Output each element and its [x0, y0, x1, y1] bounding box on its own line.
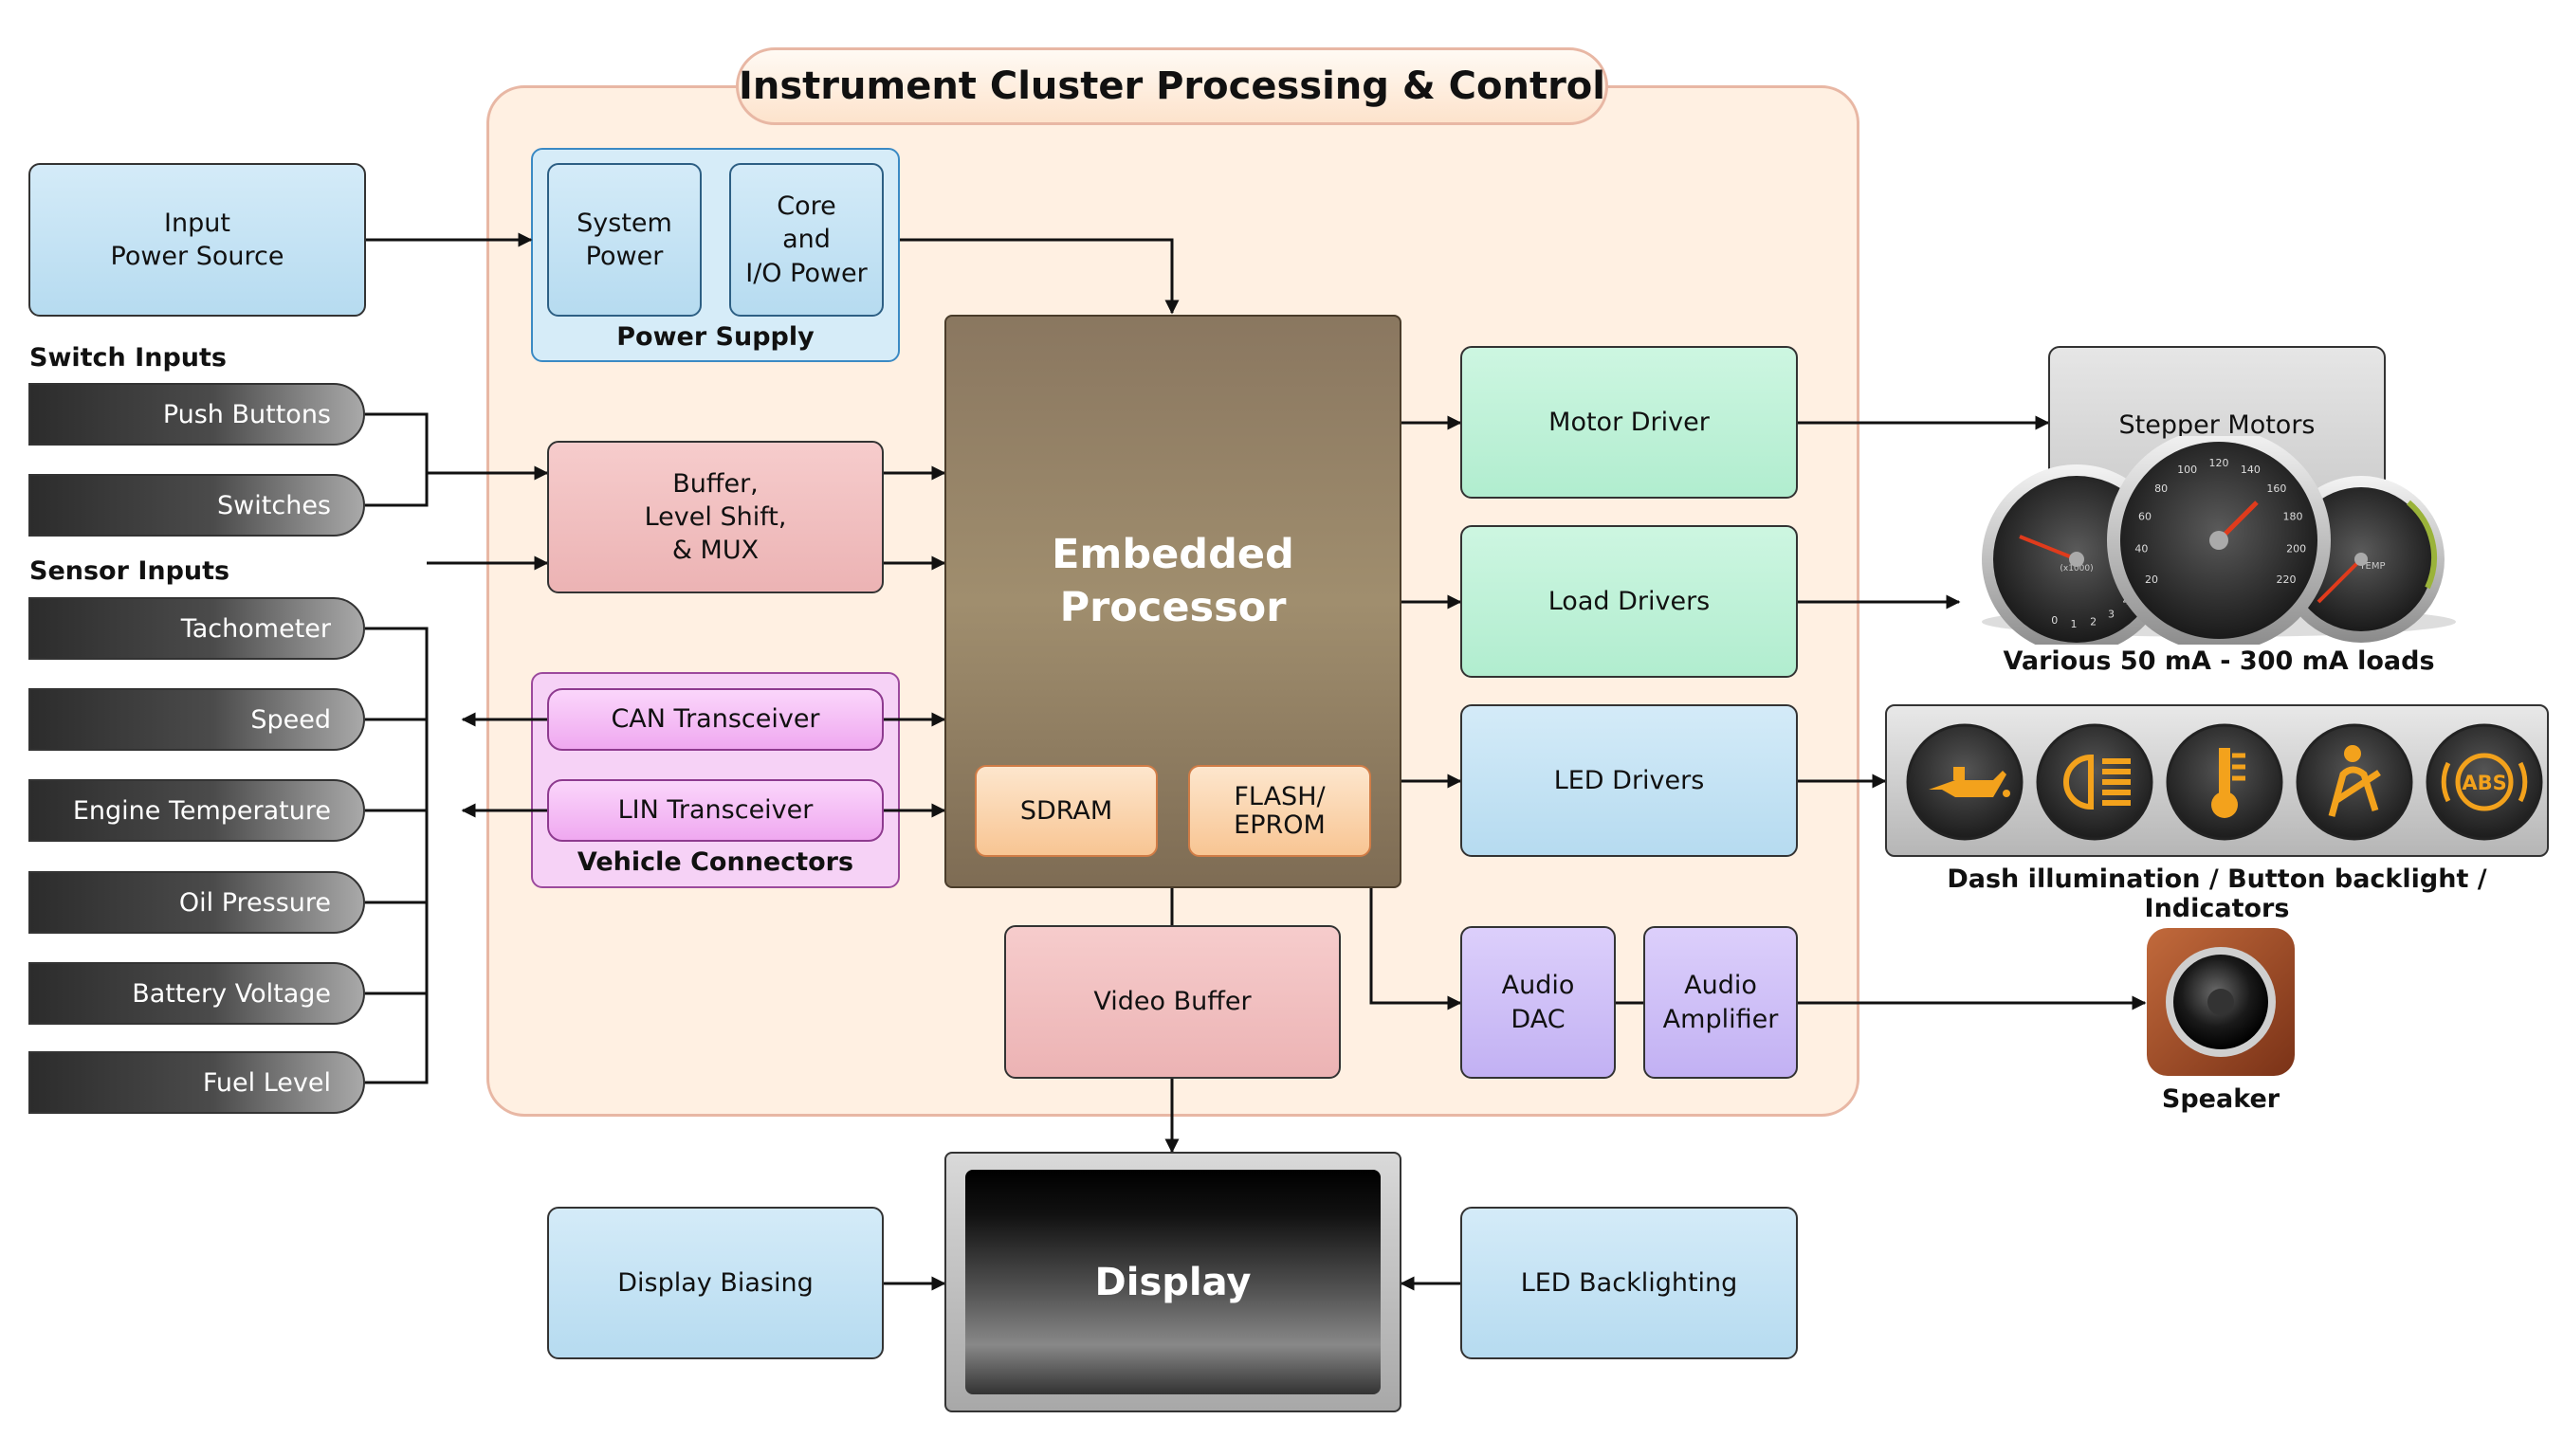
temp-label: TEMP [2358, 561, 2385, 572]
speaker-caption: Speaker [2161, 1084, 2280, 1114]
input-switches: Switches [28, 474, 365, 537]
headlight-icon [2036, 723, 2153, 841]
wire-core-power [900, 238, 1180, 315]
input-oil-pressure: Oil Pressure [28, 871, 365, 934]
display-label: Display [1094, 1260, 1252, 1304]
speed-tick-label: 200 [2286, 543, 2306, 555]
vehicle-connectors-label: Vehicle Connectors [577, 847, 854, 877]
cluster-title: Instrument Cluster Processing & Control [736, 47, 1608, 125]
speed-tick-label: 180 [2283, 511, 2303, 523]
flash-eprom-block: FLASH/ EPROM [1188, 765, 1371, 857]
video-buffer: Video Buffer [1004, 925, 1341, 1079]
core-io-power-block: Core and I/O Power [729, 163, 884, 317]
speed-tick-label: 100 [2177, 464, 2197, 476]
input-engine-temperature: Engine Temperature [28, 779, 365, 842]
embedded-processor-label: Embedded Processor [1052, 531, 1294, 631]
stepper-motors-label: Stepper Motors [2118, 410, 2316, 440]
thermometer-icon [2166, 723, 2283, 841]
sensor-inputs-heading: Sensor Inputs [29, 556, 230, 586]
input-battery-voltage: Battery Voltage [28, 962, 365, 1025]
audio-dac: Audio DAC [1460, 926, 1616, 1079]
sdram-block: SDRAM [975, 765, 1158, 857]
speed-tick-label: 120 [2209, 457, 2229, 469]
load-drivers: Load Drivers [1460, 525, 1798, 678]
tach-tick-label: 0 [2051, 614, 2058, 627]
speed-tick-label: 60 [2138, 511, 2152, 523]
display-frame: Display [944, 1152, 1401, 1412]
wire-cpu-dac [1369, 888, 1462, 1010]
can-transceiver: CAN Transceiver [547, 688, 884, 751]
gauge-cluster: 012345678 (x1000) TEMP 20406080100120140… [1982, 436, 2456, 645]
switch-inputs-heading: Switch Inputs [29, 343, 227, 373]
tach-tick-label: 1 [2071, 618, 2078, 630]
seatbelt-icon [2296, 723, 2413, 841]
buffer-level-shift-mux: Buffer, Level Shift, & MUX [547, 441, 884, 593]
speaker-icon [2147, 928, 2295, 1076]
indicator-icons: ABS [1906, 723, 2543, 841]
speed-tick-label: 80 [2154, 482, 2168, 495]
display-biasing: Display Biasing [547, 1207, 884, 1359]
speedometer-gauge: 20 40 60 80 100 120 140 160 180 200 220 [2107, 436, 2331, 645]
input-fuel-level: Fuel Level [28, 1051, 365, 1114]
loads-caption: Various 50 mA - 300 mA loads [2003, 646, 2435, 676]
speed-tick-label: 40 [2134, 543, 2148, 555]
speed-tick-label: 140 [2241, 464, 2261, 476]
tach-tick-label: 2 [2090, 616, 2097, 628]
input-tachometer: Tachometer [28, 597, 365, 660]
lin-transceiver: LIN Transceiver [547, 779, 884, 842]
input-speed: Speed [28, 688, 365, 751]
tach-unit: (x1000) [2060, 564, 2093, 573]
oil-can-icon [1906, 723, 2024, 841]
speed-tick-label: 160 [2266, 482, 2286, 495]
abs-icon: ABS [2426, 723, 2543, 841]
display-screen [965, 1170, 1381, 1394]
indicator-panel: ABS [1885, 704, 2549, 857]
indicators-caption: Dash illumination / Button backlight / I… [1947, 864, 2487, 923]
power-supply-label: Power Supply [616, 322, 815, 352]
speed-tick-label: 220 [2277, 573, 2297, 586]
led-drivers: LED Drivers [1460, 704, 1798, 857]
wire-sensor-bus [365, 563, 547, 1084]
system-power-block: System Power [547, 163, 702, 317]
audio-amplifier: Audio Amplifier [1643, 926, 1798, 1079]
input-power-source: Input Power Source [28, 163, 366, 317]
tach-tick-label: 3 [2108, 608, 2115, 620]
wire-switch-bus [365, 412, 547, 507]
led-backlighting: LED Backlighting [1460, 1207, 1798, 1359]
speed-tick-label: 20 [2145, 573, 2158, 586]
abs-text: ABS [2462, 772, 2506, 794]
input-push-buttons: Push Buttons [28, 383, 365, 446]
motor-driver: Motor Driver [1460, 346, 1798, 499]
